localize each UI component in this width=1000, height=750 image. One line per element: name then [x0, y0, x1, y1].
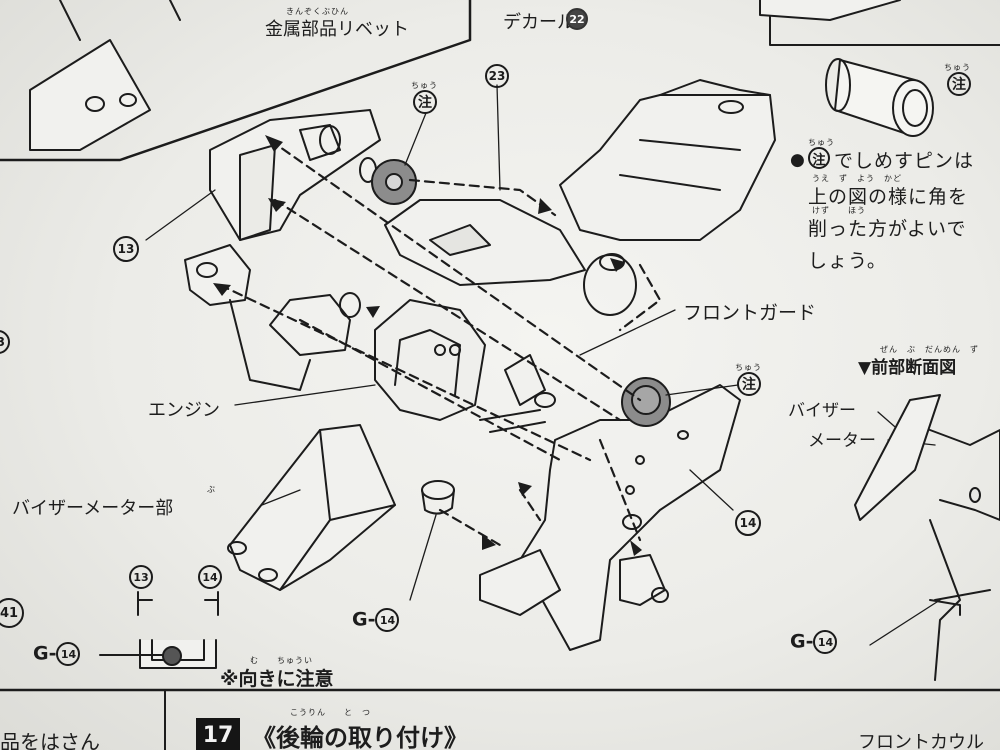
- tip-ruby-3: けず ほう: [812, 206, 866, 215]
- top-right-part: [759, 0, 901, 21]
- pin-lower: [621, 377, 671, 427]
- chu-upper-marker: 注: [413, 90, 437, 114]
- small-cylinder: [299, 124, 341, 161]
- orientation-ruby: む ちゅうい: [250, 656, 313, 665]
- g14-center-prefix: G-: [352, 608, 376, 631]
- tip-ruby-2: うえ ず よう かど: [812, 174, 902, 183]
- g14-right-number: 14: [813, 630, 838, 654]
- callout-23: 23: [485, 64, 509, 88]
- rivet-label: 金属部品リベット: [265, 19, 409, 40]
- step-title-ruby: こうりん と つ: [290, 708, 371, 717]
- g14-center-number: 14: [375, 608, 400, 632]
- leader-visor-meter: [261, 489, 301, 506]
- g14-bushing: [421, 480, 455, 515]
- engine-part: [269, 292, 486, 421]
- left-partial-text: 品をはさん: [0, 730, 100, 750]
- tip-chu-marker: 注: [808, 147, 830, 169]
- chu-lower-marker: 注: [737, 372, 761, 396]
- panel-border-top: [0, 0, 472, 162]
- meter-label: メーター: [808, 431, 876, 451]
- step-title: 《後輪の取り付け》: [252, 724, 468, 750]
- frame-part-14: [479, 384, 741, 651]
- visor-label: バイザー: [788, 401, 856, 421]
- callout-41-edge: 41: [0, 598, 24, 628]
- chu-right-marker: 注: [947, 72, 971, 96]
- front-guard-label: フロントガード: [683, 302, 817, 324]
- ring-part: [583, 254, 637, 316]
- step-number-badge: 17: [196, 718, 240, 750]
- tip-line-3: 削った方がよいで: [808, 218, 967, 240]
- leader-chu-upper: [404, 112, 427, 166]
- leader-13: [145, 189, 216, 241]
- engine-label: エンジン: [148, 400, 220, 421]
- body-part-23: [384, 79, 776, 286]
- top-left-plate: [29, 39, 151, 151]
- tip-line-2: 上の図の様に角を: [808, 186, 969, 208]
- small-parts-middle: [479, 354, 556, 433]
- leader-14: [689, 469, 734, 511]
- orientation-inset: [99, 591, 219, 669]
- callout-13: 13: [113, 236, 139, 262]
- tip-line-4: しょう。: [808, 250, 887, 272]
- leader-g14: [409, 514, 437, 601]
- frame-part-13: [184, 109, 381, 391]
- orientation-note: ※向きに注意: [220, 668, 334, 690]
- tip-line-1: でしめすピンは: [834, 150, 975, 172]
- decal-label: デカール: [503, 12, 575, 33]
- leader-g14-right: [869, 599, 941, 646]
- rivet-ruby: きんぞくぶひん: [286, 7, 349, 16]
- front-section-diagram: [854, 394, 1000, 681]
- decal-number-badge: 22: [566, 8, 588, 30]
- chu-upper-ruby: ちゅう: [411, 81, 438, 90]
- leader-23: [496, 84, 501, 191]
- g14-label-center: G-14: [352, 608, 400, 632]
- visor-meter-part-label: バイザーメーター部: [12, 498, 174, 519]
- visor-meter-ruby: ぶ: [207, 485, 216, 494]
- rivet-cylinder: [825, 58, 934, 137]
- tip-bullet: ●: [790, 150, 805, 170]
- visor-meter-part: [227, 424, 396, 591]
- chu-right-ruby: ちゅう: [944, 63, 971, 72]
- callout-14: 14: [735, 510, 761, 536]
- leader-chu-lower: [665, 384, 739, 396]
- g14-inset-number: 14: [56, 642, 81, 666]
- right-partial-text: フロントカウル: [858, 732, 984, 750]
- chu-lower-ruby: ちゅう: [735, 363, 762, 372]
- pin-upper: [359, 157, 417, 205]
- front-section-ruby: ぜん ぶ だんめん ず: [880, 345, 979, 354]
- front-section-title: ▼前部断面図: [858, 358, 957, 378]
- g14-inset-prefix: G-: [33, 642, 57, 665]
- callout-13-inset: 13: [129, 565, 153, 589]
- leader-engine: [234, 384, 376, 406]
- callout-14-inset: 14: [198, 565, 222, 589]
- g14-label-inset: G-14: [33, 642, 81, 666]
- g14-right-prefix: G-: [790, 630, 814, 653]
- leader-front-guard: [579, 309, 676, 356]
- g14-label-right: G-14: [790, 630, 838, 654]
- tip-chu-ruby: ちゅう: [808, 138, 835, 147]
